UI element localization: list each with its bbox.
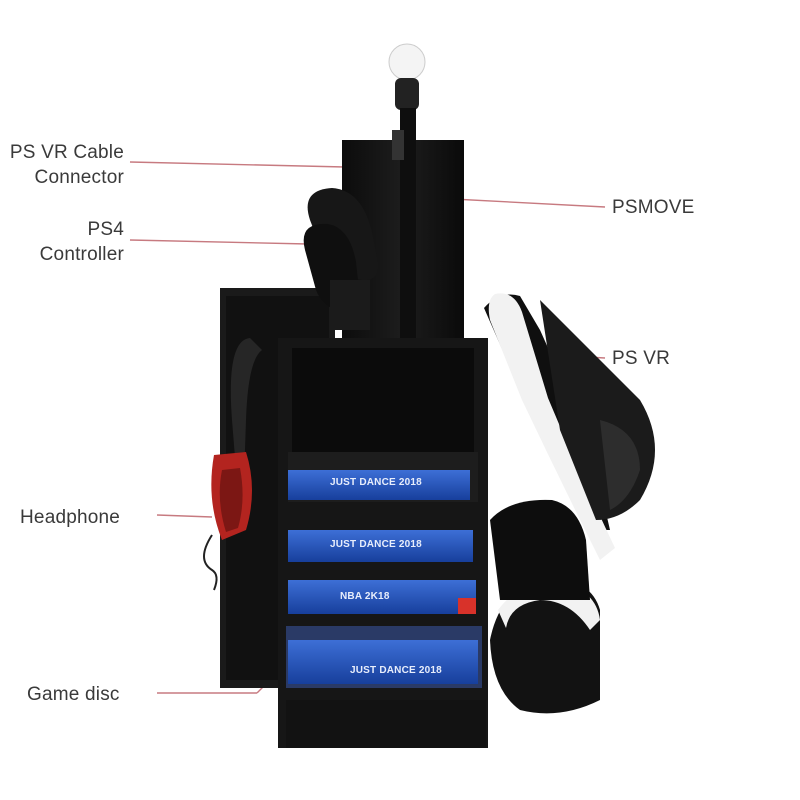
psmove-controller [388, 43, 426, 343]
case-label-bottom: JUST DANCE 2018 [350, 665, 442, 676]
psvr-headset-shape [484, 293, 655, 714]
leader-line-ps4-controller [129, 239, 309, 245]
psmove-orb [388, 43, 426, 81]
leader-line-headphone [156, 514, 213, 518]
leader-line-cable-connector [129, 161, 346, 168]
callout-game-disc: Game disc [27, 684, 120, 705]
game-cases [286, 452, 482, 688]
tower-foot [286, 700, 486, 748]
case-label-third: NBA 2K18 [340, 591, 390, 602]
case-label-top: JUST DANCE 2018 [330, 477, 422, 488]
callout-ps4-controller: PS4 Controller [39, 219, 124, 265]
ps4-controller-shape [303, 188, 379, 330]
headphone-shape [203, 338, 262, 591]
callout-cable-connector: PS VR Cable Connector [9, 142, 124, 188]
callout-headphone: Headphone [20, 507, 121, 528]
case-label-second: JUST DANCE 2018 [330, 539, 422, 550]
callout-psvr: PS VR [612, 348, 671, 369]
callout-psmove: PSMOVE [612, 197, 695, 218]
